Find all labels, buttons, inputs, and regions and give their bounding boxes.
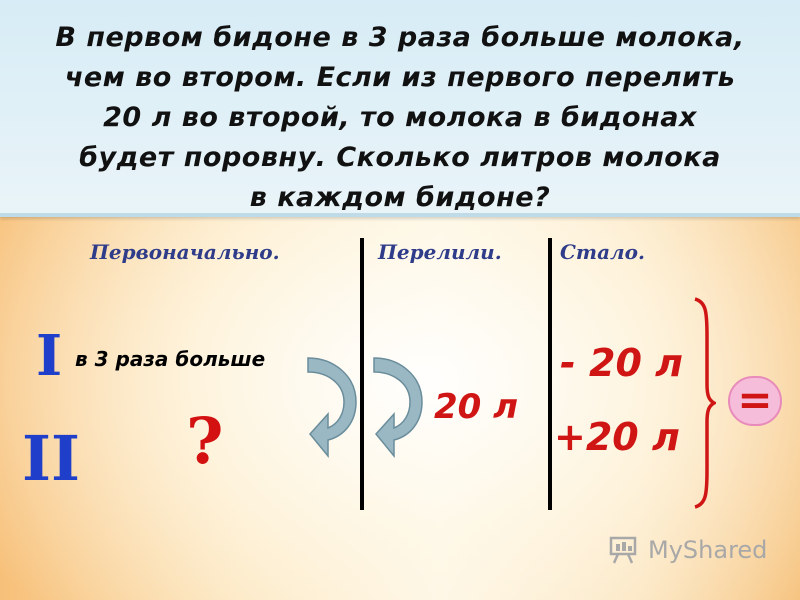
problem-statement: В первом бидоне в 3 раза больше молока, … [20, 18, 780, 218]
row-label-first: I [36, 323, 63, 389]
row-label-second: II [22, 422, 81, 495]
column-header-initial: Первоначально. [90, 240, 280, 264]
curved-arrow-right-icon [373, 357, 423, 459]
minus-amount: - 20 л [560, 341, 683, 385]
problem-line-5: в каждом бидоне? [249, 182, 551, 213]
plus-amount: +20 л [554, 415, 680, 459]
right-brace-icon [694, 297, 716, 509]
column-header-became: Стало. [560, 240, 645, 264]
problem-line-4: будет поровну. Сколько литров молока [79, 142, 721, 173]
first-can-note: в 3 раза больше [75, 347, 266, 371]
unknown-question-mark: ? [186, 404, 224, 479]
equals-badge: = [728, 376, 782, 426]
problem-line-2: чем во втором. Если из первого перелить [64, 62, 736, 93]
watermark-text: MyShared [648, 536, 768, 564]
problem-line-3: 20 л во второй, то молока в бидонах [103, 102, 697, 133]
watermark: MyShared [608, 535, 767, 565]
problem-line-1: В первом бидоне в 3 раза больше молока, [55, 22, 745, 53]
poured-amount: 20 л [434, 387, 519, 427]
column-header-poured: Перелили. [378, 240, 502, 264]
problem-statement-box: В первом бидоне в 3 раза больше молока, … [0, 0, 800, 217]
curved-arrow-left-icon [307, 357, 357, 459]
presentation-board-icon [609, 536, 637, 564]
divider-line-2 [548, 238, 552, 510]
divider-line-1 [360, 238, 364, 510]
